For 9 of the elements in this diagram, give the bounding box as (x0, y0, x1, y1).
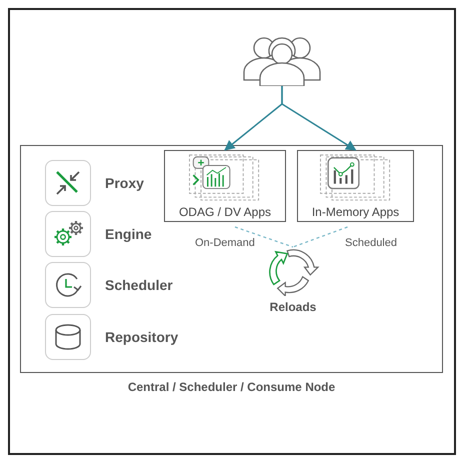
component-label: Engine (105, 225, 152, 244)
component-label: Proxy (105, 174, 144, 193)
reloads-label: Reloads (270, 299, 316, 316)
component-label: Scheduler (105, 276, 173, 295)
component-label: Repository (105, 328, 178, 347)
app-label: In-Memory Apps (312, 204, 400, 221)
app-label: ODAG / DV Apps (178, 204, 272, 221)
connector-arrow (281, 86, 356, 151)
panel-caption: Central / Scheduler / Consume Node (126, 379, 336, 396)
